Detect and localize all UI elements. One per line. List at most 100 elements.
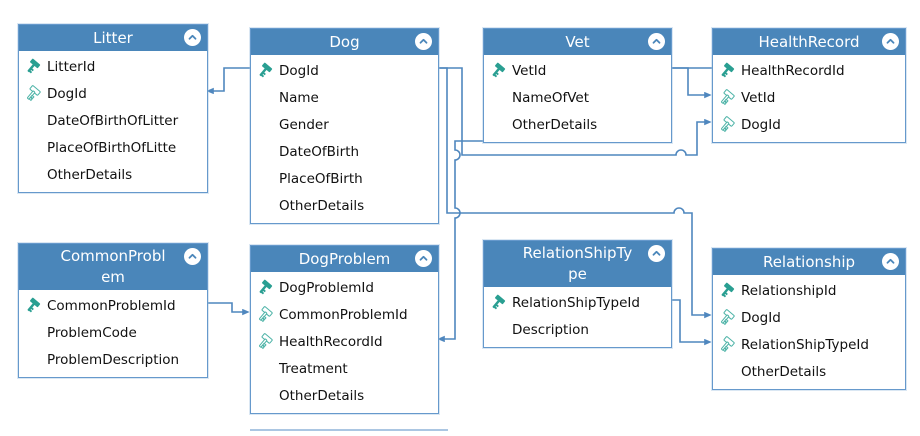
- field-row[interactable]: ProblemCode: [19, 319, 207, 346]
- field-row[interactable]: Description: [484, 316, 671, 343]
- collapse-button[interactable]: [415, 33, 432, 50]
- table-header[interactable]: Relationship: [713, 249, 905, 275]
- field-name: DogProblemId: [279, 279, 374, 296]
- no-key-spacer: [256, 116, 273, 133]
- field-list: RelationShipTypeId Description: [484, 287, 671, 347]
- field-row[interactable]: NameOfVet: [484, 84, 671, 111]
- field-row[interactable]: HealthRecordId: [251, 328, 438, 355]
- no-key-spacer: [24, 324, 41, 341]
- table-litter[interactable]: Litter LitterId DogId DateOfBirthOfLitte…: [18, 24, 208, 193]
- field-name: DateOfBirthOfLitter: [47, 112, 179, 129]
- field-name: NameOfVet: [512, 89, 589, 106]
- primary-key-icon: [718, 62, 735, 79]
- table-header[interactable]: Litter: [19, 25, 207, 51]
- field-row[interactable]: Treatment: [251, 355, 438, 382]
- field-name: DogId: [741, 116, 781, 133]
- table-healthrecord[interactable]: HealthRecord HealthRecordId VetId DogId: [712, 28, 906, 143]
- table-vet[interactable]: Vet VetId NameOfVet OtherDetails: [483, 28, 672, 143]
- primary-key-icon: [256, 279, 273, 296]
- field-name: RelationShipTypeId: [512, 294, 640, 311]
- field-list: LitterId DogId DateOfBirthOfLitter Place…: [19, 51, 207, 192]
- table-header[interactable]: Dog: [251, 29, 438, 55]
- table-dog[interactable]: Dog DogId Name Gender DateOfBirth PlaceO…: [250, 28, 439, 224]
- table-commonproblem[interactable]: CommonProblem CommonProblemId ProblemCod…: [18, 243, 208, 378]
- field-row[interactable]: ProblemDescription: [19, 346, 207, 373]
- field-row[interactable]: DogId: [19, 80, 207, 107]
- connector-dog-relationship[interactable]: [437, 67, 712, 319]
- field-name: Treatment: [279, 360, 348, 377]
- field-name: Gender: [279, 116, 329, 133]
- field-row[interactable]: Name: [251, 84, 438, 111]
- table-title: Litter: [93, 29, 133, 47]
- field-row[interactable]: PlaceOfBirth: [251, 165, 438, 192]
- field-name: VetId: [741, 89, 776, 106]
- table-header[interactable]: CommonProblem: [19, 244, 207, 290]
- field-row[interactable]: DateOfBirth: [251, 138, 438, 165]
- connector-dog-litter[interactable]: [206, 67, 250, 95]
- field-row[interactable]: DogId: [713, 111, 905, 138]
- field-row[interactable]: VetId: [713, 84, 905, 111]
- foreign-key-icon: [256, 306, 273, 323]
- chevron-up-icon: [884, 35, 897, 48]
- table-header[interactable]: DogProblem: [251, 246, 438, 272]
- table-title: RelationShipType: [522, 244, 633, 283]
- field-list: HealthRecordId VetId DogId: [713, 55, 905, 142]
- chevron-up-icon: [417, 252, 430, 265]
- field-row[interactable]: VetId: [484, 57, 671, 84]
- field-row[interactable]: RelationshipId: [713, 277, 905, 304]
- collapse-button[interactable]: [648, 245, 665, 262]
- field-name: LitterId: [47, 58, 96, 75]
- table-header[interactable]: RelationShipType: [484, 241, 671, 287]
- field-row[interactable]: Gender: [251, 111, 438, 138]
- field-row[interactable]: OtherDetails: [484, 111, 671, 138]
- primary-key-icon: [24, 58, 41, 75]
- field-row[interactable]: OtherDetails: [19, 161, 207, 188]
- no-key-spacer: [256, 143, 273, 160]
- field-name: ProblemCode: [47, 324, 137, 341]
- table-header[interactable]: HealthRecord: [713, 29, 905, 55]
- field-row[interactable]: PlaceOfBirthOfLitte: [19, 134, 207, 161]
- field-name: OtherDetails: [279, 197, 365, 214]
- connector-healthrecord-dogproblem[interactable]: [437, 67, 712, 343]
- foreign-key-icon: [718, 89, 735, 106]
- field-name: OtherDetails: [47, 166, 133, 183]
- no-key-spacer: [256, 170, 273, 187]
- collapse-button[interactable]: [184, 248, 201, 265]
- primary-key-icon: [256, 62, 273, 79]
- field-row[interactable]: OtherDetails: [251, 192, 438, 219]
- no-key-spacer: [24, 351, 41, 368]
- field-row[interactable]: OtherDetails: [713, 358, 905, 385]
- field-row[interactable]: DogId: [251, 57, 438, 84]
- table-dogproblem[interactable]: DogProblem DogProblemId CommonProblemId …: [250, 245, 439, 414]
- table-relationshiptype[interactable]: RelationShipType RelationShipTypeId Desc…: [483, 240, 672, 348]
- field-row[interactable]: RelationShipTypeId: [484, 289, 671, 316]
- field-list: RelationshipId DogId RelationShipTypeId …: [713, 275, 905, 389]
- collapse-button[interactable]: [882, 33, 899, 50]
- connector-vet-healthrecord[interactable]: [670, 67, 712, 99]
- collapse-button[interactable]: [184, 29, 201, 46]
- field-list: DogProblemId CommonProblemId HealthRecor…: [251, 272, 438, 413]
- collapse-button[interactable]: [415, 250, 432, 267]
- table-header[interactable]: Vet: [484, 29, 671, 55]
- field-name: HealthRecordId: [279, 333, 383, 350]
- field-row[interactable]: CommonProblemId: [19, 292, 207, 319]
- field-row[interactable]: DogProblemId: [251, 274, 438, 301]
- field-row[interactable]: DogId: [713, 304, 905, 331]
- field-row[interactable]: RelationShipTypeId: [713, 331, 905, 358]
- field-row[interactable]: HealthRecordId: [713, 57, 905, 84]
- chevron-up-icon: [650, 35, 663, 48]
- field-row[interactable]: LitterId: [19, 53, 207, 80]
- connector-dog-healthrecord[interactable]: [437, 67, 712, 156]
- no-key-spacer: [24, 166, 41, 183]
- connector-commonproblem-dogproblem[interactable]: [206, 302, 250, 316]
- field-row[interactable]: CommonProblemId: [251, 301, 438, 328]
- no-key-spacer: [489, 116, 506, 133]
- collapse-button[interactable]: [882, 253, 899, 270]
- table-relationship[interactable]: Relationship RelationshipId DogId Relati…: [712, 248, 906, 390]
- field-row[interactable]: OtherDetails: [251, 382, 438, 409]
- field-row[interactable]: DateOfBirthOfLitter: [19, 107, 207, 134]
- collapse-button[interactable]: [648, 33, 665, 50]
- table-title: Vet: [565, 33, 590, 51]
- connector-relationshiptype-relationship[interactable]: [670, 299, 712, 346]
